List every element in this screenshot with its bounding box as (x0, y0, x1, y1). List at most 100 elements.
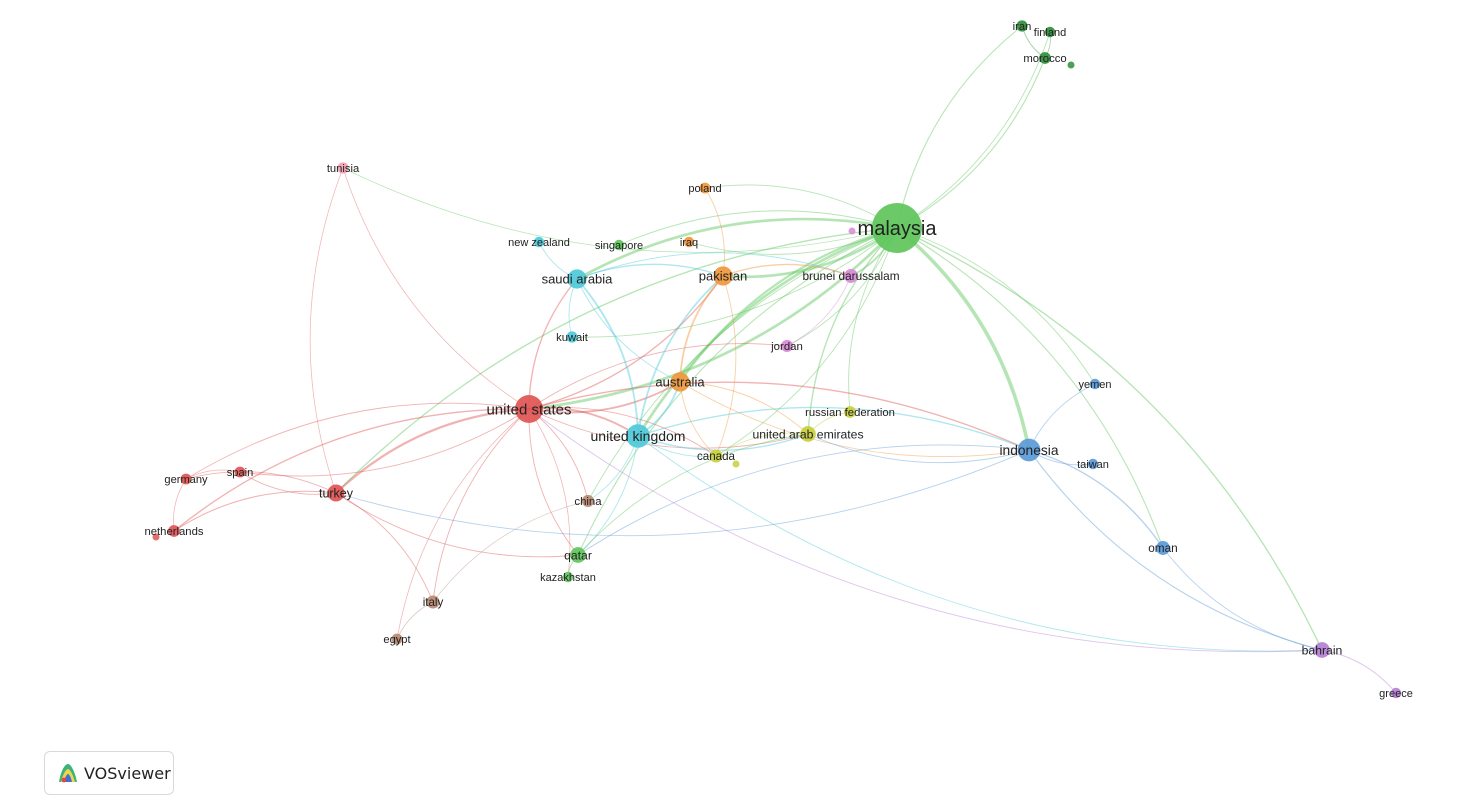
minor-node-3 (152, 533, 160, 541)
link-united-states-saudi-arabia (528, 278, 578, 410)
node-turkey[interactable] (327, 484, 345, 502)
link-united-kingdom-indonesia (637, 406, 1030, 451)
node-new-zealand[interactable] (533, 236, 545, 248)
node-egypt[interactable] (391, 633, 403, 645)
link-indonesia-qatar (577, 444, 1030, 556)
node-iran[interactable] (1016, 20, 1028, 32)
link-pakistan-brunei-darussalam (722, 263, 852, 277)
label-malaysia: malaysia (858, 218, 938, 240)
node-canada[interactable] (709, 449, 723, 463)
node-malaysia[interactable] (872, 203, 922, 253)
label-united-kingdom: united kingdom (591, 428, 686, 444)
label-australia: australia (655, 375, 705, 390)
label-russian-federation: russian federation (805, 407, 895, 419)
link-oman-bahrain (1162, 547, 1323, 651)
link-saudi-arabia-australia (576, 278, 681, 383)
node-kazakhstan[interactable] (562, 571, 574, 583)
label-new-zealand: new zealand (508, 237, 570, 249)
label-united-arab-emirates: united arab emirates (752, 427, 863, 441)
label-morocco: morocco (1023, 53, 1066, 65)
link-australia-indonesia (679, 381, 1030, 458)
node-qatar[interactable] (570, 547, 586, 563)
node-indonesia[interactable] (1017, 438, 1041, 462)
node-morocco[interactable] (1039, 52, 1051, 64)
node-iraq[interactable] (683, 236, 695, 248)
node-united-arab-emirates[interactable] (800, 426, 816, 442)
link-united-states-united-arab-emirates (528, 408, 809, 449)
link-turkey-germany (185, 471, 337, 494)
node-spain[interactable] (234, 466, 246, 478)
link-malaysia-united-states (528, 227, 898, 411)
link-malaysia-finland (896, 31, 1051, 229)
node-taiwan[interactable] (1087, 458, 1099, 470)
link-bahrain-united-states (528, 408, 1323, 653)
label-netherlands: netherlands (144, 526, 203, 538)
link-malaysia-australia (679, 226, 898, 383)
label-kuwait: kuwait (556, 332, 589, 344)
link-turkey-spain (239, 471, 337, 495)
node-kuwait[interactable] (566, 331, 578, 343)
link-united-states-netherlands (173, 408, 530, 532)
link-united-states-egypt (396, 408, 530, 640)
link-malaysia-iraq (688, 227, 898, 255)
node-australia[interactable] (670, 372, 690, 392)
link-turkey-tunisia (309, 167, 344, 494)
node-tunisia[interactable] (337, 162, 349, 174)
node-germany[interactable] (180, 473, 192, 485)
node-greece[interactable] (1390, 687, 1402, 699)
link-pakistan-australia (679, 275, 724, 383)
link-malaysia-canada (715, 227, 898, 457)
link-saudi-arabia-pakistan (576, 263, 724, 280)
link-united-states-italy (432, 408, 530, 603)
node-netherlands[interactable] (168, 525, 180, 537)
node-pakistan[interactable] (713, 266, 733, 286)
link-jordan-brunei-darussalam (786, 275, 852, 347)
link-australia-united-arab-emirates (679, 381, 809, 435)
link-malaysia-kuwait (571, 227, 898, 338)
label-iran: iran (1013, 21, 1032, 33)
label-poland: poland (688, 183, 721, 195)
node-saudi-arabia[interactable] (567, 269, 587, 289)
label-greece: greece (1379, 688, 1413, 700)
link-malaysia-morocco (896, 57, 1046, 229)
label-italy: italy (423, 596, 444, 609)
label-indonesia: indonesia (999, 443, 1058, 458)
node-poland[interactable] (699, 182, 711, 194)
link-malaysia-poland (704, 184, 898, 229)
link-united-states-germany (185, 402, 530, 480)
node-united-kingdom[interactable] (626, 424, 650, 448)
link-indonesia-oman (1028, 449, 1164, 549)
link-united-states-spain (239, 408, 530, 477)
brand-name: VOSviewer (84, 763, 171, 783)
label-germany: germany (164, 474, 208, 486)
link-united-kingdom-china (587, 435, 639, 502)
node-yemen[interactable] (1089, 378, 1101, 390)
node-italy[interactable] (426, 595, 440, 609)
link-malaysia-qatar (577, 227, 898, 556)
node-finland[interactable] (1044, 26, 1056, 38)
link-united-kingdom-pakistan (637, 275, 724, 437)
node-bahrain[interactable] (1314, 642, 1330, 658)
link-united-states-canada (528, 407, 717, 457)
link-malaysia-china (587, 227, 898, 502)
node-singapore[interactable] (613, 239, 625, 251)
link-malaysia-iran (896, 25, 1023, 229)
node-russian-federation[interactable] (844, 406, 856, 418)
vosviewer-badge[interactable]: VOSviewer (44, 751, 174, 795)
link-united-kingdom-bahrain (637, 435, 1323, 652)
link-bahrain-greece (1321, 649, 1397, 694)
link-qatar-united-arab-emirates (577, 433, 809, 556)
link-indonesia-bahrain (1028, 449, 1323, 651)
link-united-states-kazakhstan (528, 408, 571, 578)
node-oman[interactable] (1156, 541, 1170, 555)
node-brunei-darussalam[interactable] (844, 269, 858, 283)
label-kazakhstan: kazakhstan (540, 572, 596, 584)
label-tunisia: tunisia (327, 163, 360, 175)
link-united-states-pakistan (528, 275, 724, 410)
node-china[interactable] (581, 494, 595, 508)
link-pakistan-canada (715, 275, 737, 457)
label-bahrain: bahrain (1302, 643, 1343, 657)
node-united-states[interactable] (515, 395, 543, 423)
node-jordan[interactable] (780, 339, 794, 353)
